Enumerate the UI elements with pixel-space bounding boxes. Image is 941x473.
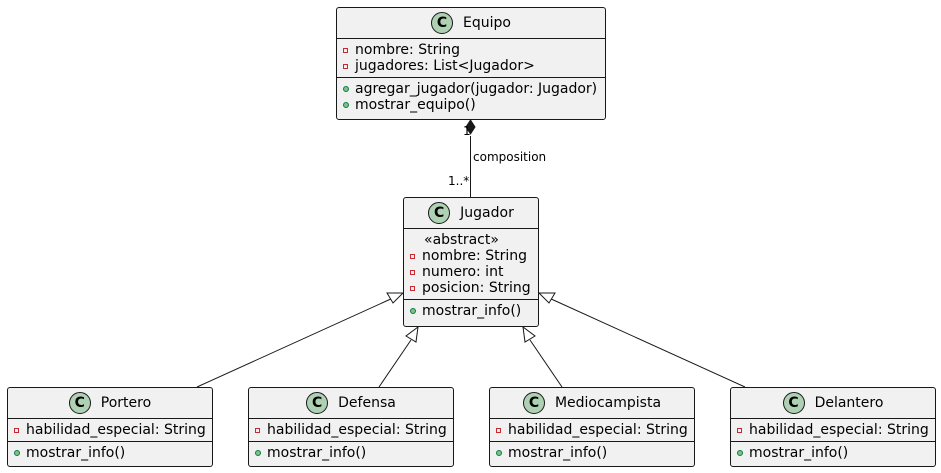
public-visibility-icon <box>737 450 749 456</box>
member-text: mostrar_info() <box>749 445 849 461</box>
class-box-mediocampista[interactable]: C Mediocampista habilidad_especial: String… <box>489 387 695 467</box>
method-row: mostrar_info() <box>737 445 929 461</box>
method-row: agregar_jugador(jugador: Jugador) <box>343 81 599 97</box>
attribute-row: numero: int <box>410 264 532 280</box>
attributes-section: habilidad_especial: String <box>8 419 212 441</box>
methods-section: mostrar_info() <box>8 441 212 464</box>
class-icon: C <box>306 392 329 414</box>
private-visibility-icon <box>737 427 749 433</box>
attribute-row: nombre: String <box>343 42 599 58</box>
inheritance-arrow-mediocampista <box>522 325 536 343</box>
inheritance-arrow-portero <box>386 292 405 304</box>
public-visibility-icon <box>410 308 422 314</box>
methods-section: agregar_jugador(jugador: Jugador)mostrar… <box>337 77 605 116</box>
attribute-row: nombre: String <box>410 248 532 264</box>
member-text: mostrar_info() <box>26 445 126 461</box>
class-box-portero[interactable]: C Portero habilidad_especial: String mostra… <box>7 387 213 467</box>
class-icon: C <box>428 202 451 224</box>
methods-section: mostrar_info() <box>490 441 694 464</box>
class-header: C Equipo <box>337 8 605 39</box>
class-icon: C <box>522 392 545 414</box>
private-visibility-icon <box>343 63 355 69</box>
public-visibility-icon <box>255 450 267 456</box>
member-text: nombre: String <box>422 248 527 264</box>
attribute-row: posicion: String <box>410 280 532 296</box>
methods-section: mostrar_info() <box>404 299 538 322</box>
attribute-row: habilidad_especial: String <box>14 422 206 438</box>
member-text: habilidad_especial: String <box>26 422 206 438</box>
private-visibility-icon <box>255 427 267 433</box>
public-visibility-icon <box>496 450 508 456</box>
class-icon: C <box>431 12 454 34</box>
method-row: mostrar_info() <box>496 445 688 461</box>
class-stereotype: «abstract» <box>424 232 499 248</box>
inheritance-line-portero <box>196 297 394 388</box>
method-row: mostrar_info() <box>255 445 447 461</box>
composition-target-multiplicity: 1..* <box>448 174 470 188</box>
class-header: C Delantero <box>731 388 935 419</box>
inheritance-line-defensa <box>378 339 412 388</box>
member-text: mostrar_info() <box>508 445 608 461</box>
class-icon: C <box>68 392 91 414</box>
attribute-row: jugadores: List<Jugador> <box>343 58 599 74</box>
composition-label: composition <box>473 150 547 164</box>
public-visibility-icon <box>14 450 26 456</box>
class-name: Delantero <box>814 395 884 411</box>
class-icon: C <box>782 392 805 414</box>
member-text: numero: int <box>422 264 504 280</box>
member-text: jugadores: List<Jugador> <box>355 58 535 74</box>
method-row: mostrar_equipo() <box>343 97 599 113</box>
attribute-row: habilidad_especial: String <box>255 422 447 438</box>
attribute-row: habilidad_especial: String <box>496 422 688 438</box>
attribute-row: habilidad_especial: String <box>737 422 929 438</box>
class-header: C Mediocampista <box>490 388 694 419</box>
class-name: Defensa <box>338 395 396 411</box>
private-visibility-icon <box>14 427 26 433</box>
inheritance-line-mediocampista <box>529 339 563 388</box>
private-visibility-icon <box>410 253 422 259</box>
method-row: mostrar_info() <box>410 303 532 319</box>
class-box-defensa[interactable]: C Defensa habilidad_especial: String mostra… <box>248 387 454 467</box>
class-name: Jugador <box>460 205 514 221</box>
composition-source-multiplicity: 1 <box>463 124 471 138</box>
inheritance-arrow-delantero <box>537 292 556 304</box>
member-text: nombre: String <box>355 42 460 58</box>
public-visibility-icon <box>343 86 355 92</box>
class-header: C Defensa <box>249 388 453 419</box>
member-text: habilidad_especial: String <box>267 422 447 438</box>
private-visibility-icon <box>496 427 508 433</box>
class-name: Portero <box>100 395 152 411</box>
member-text: mostrar_info() <box>267 445 367 461</box>
public-visibility-icon <box>343 102 355 108</box>
attributes-section: habilidad_especial: String <box>490 419 694 441</box>
inheritance-arrow-defensa <box>405 325 419 343</box>
inheritance-line-delantero <box>548 297 746 388</box>
attributes-section: habilidad_especial: String <box>249 419 453 441</box>
private-visibility-icon <box>410 269 422 275</box>
class-box-delantero[interactable]: C Delantero habilidad_especial: String most… <box>730 387 936 467</box>
method-row: mostrar_info() <box>14 445 206 461</box>
class-header: C Portero <box>8 388 212 419</box>
member-text: habilidad_especial: String <box>508 422 688 438</box>
member-text: mostrar_equipo() <box>355 97 476 113</box>
class-header: C Jugador <box>404 198 538 229</box>
member-text: posicion: String <box>422 280 531 296</box>
private-visibility-icon <box>343 47 355 53</box>
private-visibility-icon <box>410 285 422 291</box>
attributes-section: habilidad_especial: String <box>731 419 935 441</box>
class-name: Mediocampista <box>554 395 662 411</box>
member-text: mostrar_info() <box>422 303 522 319</box>
class-name: Equipo <box>463 15 511 31</box>
member-text: agregar_jugador(jugador: Jugador) <box>355 81 598 97</box>
composition-diamond <box>465 119 476 135</box>
methods-section: mostrar_info() <box>731 441 935 464</box>
methods-section: mostrar_info() <box>249 441 453 464</box>
member-text: habilidad_especial: String <box>749 422 929 438</box>
